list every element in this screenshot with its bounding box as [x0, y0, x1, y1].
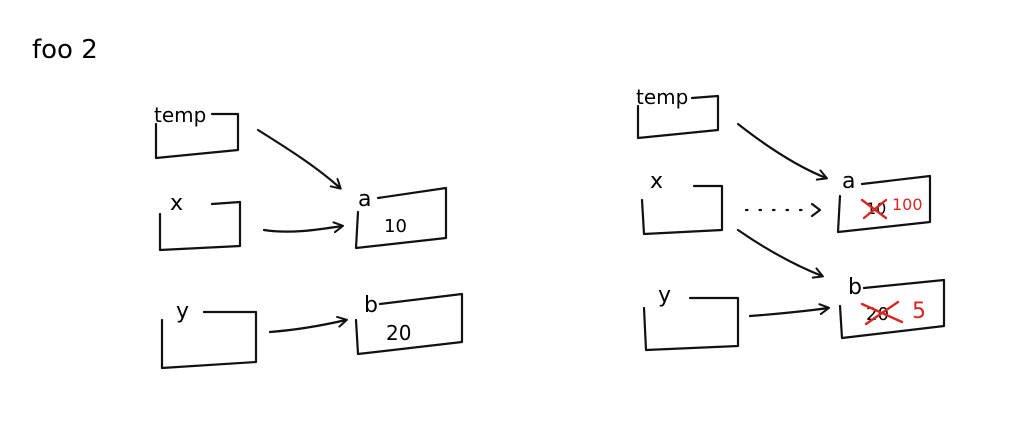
left-arrow-temp-to-a [256, 128, 342, 190]
right-arrow-temp-to-a [736, 122, 828, 181]
right-x-box [640, 184, 724, 236]
left-b-box [354, 292, 464, 356]
left-x-box [158, 200, 242, 252]
right-a-box [836, 174, 932, 234]
right-y-box [642, 296, 740, 352]
left-temp-label: temp [154, 103, 206, 127]
right-y-label: y [658, 283, 671, 308]
right-b-strike-icon [860, 300, 904, 326]
right-a-label: a [842, 169, 855, 194]
right-temp-box [636, 94, 720, 140]
right-diagram: temp x y a 10 100 b 20 5 [636, 85, 946, 352]
right-a-strike-icon [860, 198, 888, 220]
left-y-label: y [176, 299, 189, 324]
right-b-label: b [848, 275, 862, 300]
right-x-label: x [650, 169, 663, 194]
left-x-label: x [170, 191, 183, 216]
left-arrow-y-to-b [268, 315, 348, 334]
left-b-value: 20 [386, 321, 411, 345]
right-arrow-y-to-b [748, 303, 830, 318]
right-arrow-x-to-a-head [810, 202, 822, 218]
right-b-new-value: 5 [912, 299, 926, 324]
right-arrow-x-to-b [736, 228, 824, 279]
left-y-box [160, 310, 258, 370]
left-diagram: temp x y a 10 b 20 [154, 103, 464, 370]
left-a-label: a [358, 187, 371, 212]
right-b-box [838, 278, 946, 340]
diagram-title: foo 2 [32, 35, 98, 65]
right-temp-label: temp [636, 85, 688, 109]
left-arrow-x-to-a [262, 221, 344, 234]
left-a-value: 10 [384, 216, 407, 237]
left-temp-box [154, 112, 240, 160]
left-b-label: b [364, 293, 378, 318]
right-a-new-value: 100 [892, 195, 923, 214]
left-a-box [354, 186, 448, 250]
